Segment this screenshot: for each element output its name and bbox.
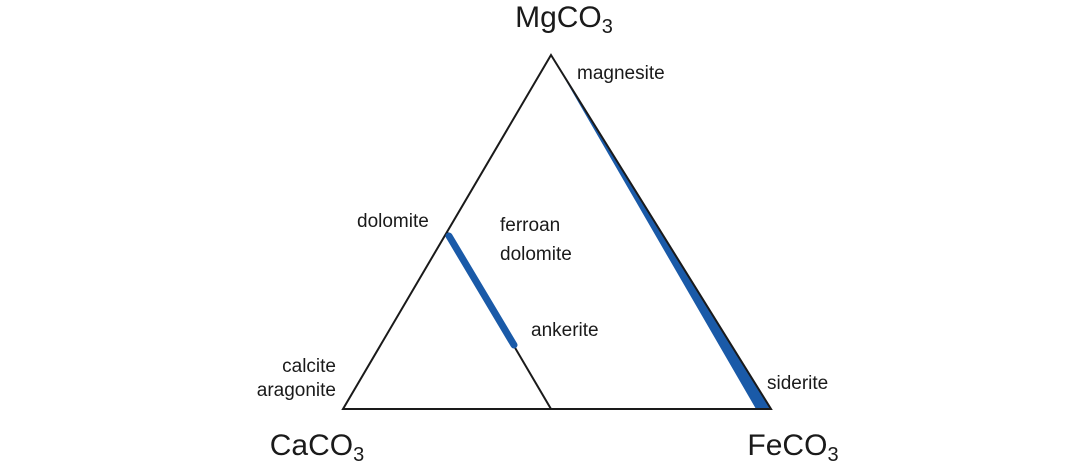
label-ferroan: ferroan — [500, 215, 560, 236]
label-calcite: calcite — [282, 356, 336, 377]
label-ankerite: ankerite — [531, 320, 599, 341]
label-aragonite: aragonite — [257, 380, 336, 401]
vertex-label-caco3: CaCO3 — [270, 429, 364, 463]
label-siderite: siderite — [767, 373, 828, 394]
vertex-label-feco3: FeCO3 — [747, 429, 838, 463]
label-ferroan-dolomite: dolomite — [500, 244, 572, 265]
vertex-label-mgco3: MgCO3 — [515, 1, 613, 38]
label-magnesite: magnesite — [577, 63, 665, 84]
label-dolomite: dolomite — [357, 211, 429, 232]
dolomite-ankerite-solid-solution — [445, 232, 518, 349]
